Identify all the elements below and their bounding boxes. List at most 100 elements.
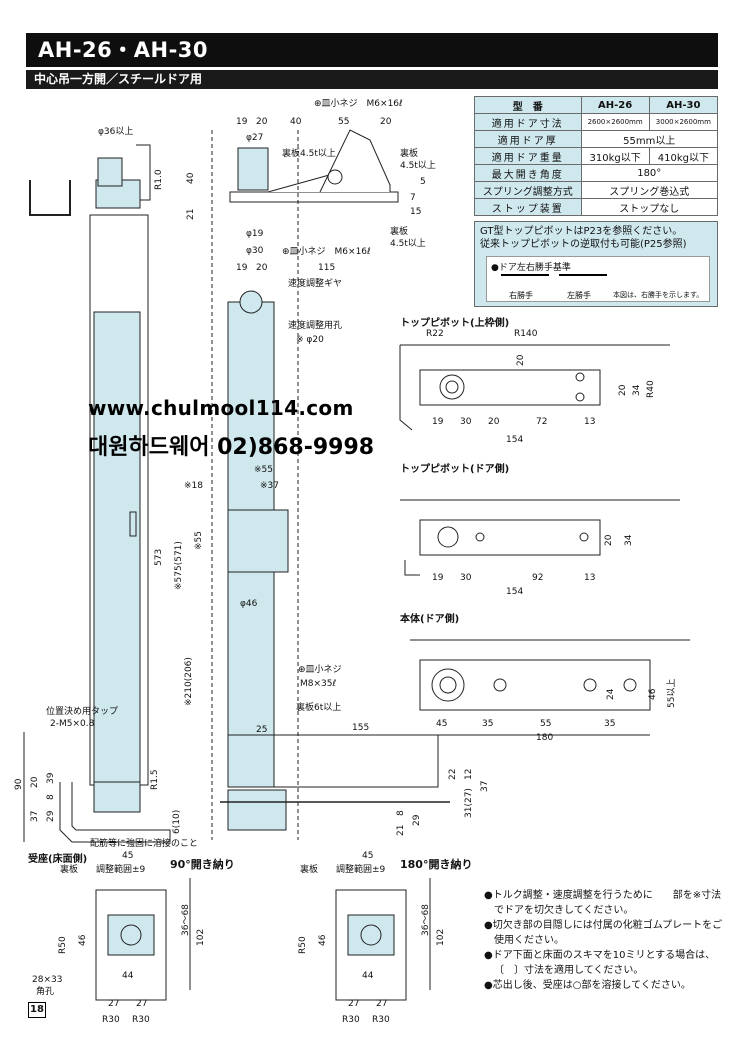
- dim-tpd-154: 154: [506, 587, 524, 597]
- dim-base-25: 25: [256, 725, 268, 735]
- label-backplate-lower-t: 4.5t以上: [390, 239, 426, 249]
- dim-left-90: 90: [14, 778, 24, 790]
- dim-floor180-102: 102: [436, 928, 446, 946]
- dim-bottom-20: 20: [256, 263, 268, 273]
- dim-tpf-20: 20: [516, 354, 526, 366]
- dim-s210: ※210(206): [184, 657, 194, 706]
- dim-base-37: 37: [480, 780, 490, 792]
- dim-tpf-19: 19: [432, 417, 444, 427]
- spec-header-ah26: AH-26: [580, 96, 650, 114]
- label-phi46: φ46: [240, 599, 258, 609]
- spec-label: 適用ドア寸法: [474, 113, 582, 131]
- dim-tpf-20c: 20: [488, 417, 500, 427]
- dim-floor90-27b: 27: [136, 999, 148, 1009]
- spec-label: 最大開き角度: [474, 164, 582, 182]
- label-back6: 裏板6t以上: [296, 703, 342, 713]
- bullet-note: ●ドア下面と床面のスキマを10ミリとする場合は、〔 〕寸法を適用してください。: [484, 950, 716, 976]
- dim-floor180-range: 36〜68: [421, 904, 431, 936]
- label-backplate-right-t: 4.5t以上: [400, 161, 436, 171]
- page-subtitle: 中心吊一方開／スチールドア用: [26, 70, 718, 89]
- dim-top-20: 20: [256, 117, 268, 127]
- dim-floor90-45: 45: [122, 851, 134, 861]
- dim-floor180-27b: 27: [376, 999, 388, 1009]
- dim-tpf-13: 13: [584, 417, 596, 427]
- dim-left-37: 37: [30, 810, 40, 822]
- dim-floor90-range: 36〜68: [181, 904, 191, 936]
- dim-tpd-19: 19: [432, 573, 444, 583]
- table-row: スプリング調整方式 スプリング巻込式: [474, 181, 719, 199]
- dim-tpf-r40: R40: [646, 380, 656, 398]
- label-screw-m8-size: M8×35ℓ: [300, 679, 337, 689]
- label-phi19: φ19: [246, 229, 264, 239]
- dim-floor180-46: 46: [318, 934, 328, 946]
- label-backplate-180: 裏板: [300, 865, 319, 875]
- dim-base-8: 8: [396, 810, 406, 816]
- dim-tpf-r22: R22: [426, 329, 444, 339]
- spec-label: 適用ドア厚: [474, 130, 582, 148]
- label-rebar: 配筋等に強固に溶接のこと: [90, 839, 199, 849]
- dim-tpd-20: 20: [604, 534, 614, 546]
- dim-s55b: ※55: [194, 531, 204, 550]
- table-row: 最大開き角度 180°: [474, 164, 719, 182]
- dim-base-6: 6(10): [172, 809, 182, 834]
- dim-floor180-r30: R30: [342, 1015, 360, 1025]
- bullet-note: ●トルク調整・速度調整を行うために 部を※寸法でドアを切欠きしてください。: [484, 890, 722, 916]
- bullet-note: ●切欠き部の目隠しには付属の化粧ゴムプレートをご使用ください。: [484, 920, 723, 946]
- dim-body-55b: 55: [540, 719, 552, 729]
- dim-left-29: 29: [46, 810, 56, 822]
- dim-floor90-r30: R30: [102, 1015, 120, 1025]
- dim-tpf-20b: 20: [618, 384, 628, 396]
- dim-body-35: 35: [482, 719, 494, 729]
- dim-left-8: 8: [46, 794, 56, 800]
- spec-value: 2600×2600mm: [580, 113, 650, 131]
- spec-value: 310kg以下: [580, 147, 650, 165]
- dim-top-55: 55: [338, 117, 350, 127]
- dim-body-46: 46: [648, 688, 658, 700]
- label-screw-m6-top: ⊕皿小ネジ M6×16ℓ: [314, 99, 403, 109]
- label-backplate-90: 裏板: [60, 865, 79, 875]
- dim-floor90-27: 27: [108, 999, 120, 1009]
- spec-header-ah30: AH-30: [648, 96, 719, 114]
- dim-tpd-92: 92: [532, 573, 544, 583]
- hand-title: ●ドア左右勝手基準: [491, 263, 571, 273]
- spec-label: スプリング調整方式: [474, 181, 582, 199]
- label-speed-hole-phi: ※ φ20: [296, 335, 324, 345]
- section-title-180: 180°開き納り: [400, 858, 473, 871]
- label-tap: 位置決め用タップ: [46, 707, 119, 717]
- section-title-body-door: 本体(ドア側): [400, 614, 460, 625]
- dim-floor90-102: 102: [196, 928, 206, 946]
- label-hole-square: 角孔: [36, 987, 55, 997]
- page-title: AH-26・AH-30: [26, 33, 718, 67]
- dim-floor90-46: 46: [78, 934, 88, 946]
- dim-top-40: 40: [290, 117, 302, 127]
- hand-left-symbol: [559, 274, 607, 282]
- spec-table: 型 番 AH-26 AH-30 適用ドア寸法 2600×2600mm 3000×…: [474, 96, 719, 216]
- gt-note-line: 従来トップピボットの逆取付も可能(P25参照): [480, 239, 687, 250]
- label-adjust-90: 調整範囲±9: [96, 865, 146, 875]
- dim-base-29: 29: [412, 814, 422, 826]
- dim-floor180-27: 27: [348, 999, 360, 1009]
- dim-floor90-r30b: R30: [132, 1015, 150, 1025]
- spec-value: スプリング巻込式: [580, 181, 719, 199]
- label-speed-hole: 速度調整用孔: [288, 321, 343, 331]
- dim-s18: ※18: [184, 481, 203, 491]
- dim-base-155: 155: [352, 723, 370, 733]
- dim-left-39: 39: [46, 772, 56, 784]
- spec-value: ストップなし: [580, 198, 719, 216]
- dim-floor180-r50: R50: [298, 936, 308, 954]
- dim-top-19: 19: [236, 117, 248, 127]
- spec-value: 55mm以上: [580, 130, 719, 148]
- hand-reference-box: ●ドア左右勝手基準 右勝手 左勝手 本図は、右勝手を示します。: [486, 256, 710, 302]
- dim-side-15: 15: [410, 207, 422, 217]
- label-hole: 28×33: [32, 975, 63, 985]
- dim-tpf-30: 30: [460, 417, 472, 427]
- dim-base-12: 12: [464, 768, 474, 780]
- dim-body-55: 55以上: [667, 678, 677, 708]
- spec-value: 3000×2600mm: [648, 113, 719, 131]
- label-r15: R1.5: [150, 769, 160, 790]
- table-row: 適用ドア厚 55mm以上: [474, 130, 719, 148]
- label-speed-gear: 速度調整ギヤ: [288, 279, 343, 289]
- spec-value: 410kg以下: [648, 147, 719, 165]
- table-row: 適用ドア寸法 2600×2600mm 3000×2600mm: [474, 113, 719, 131]
